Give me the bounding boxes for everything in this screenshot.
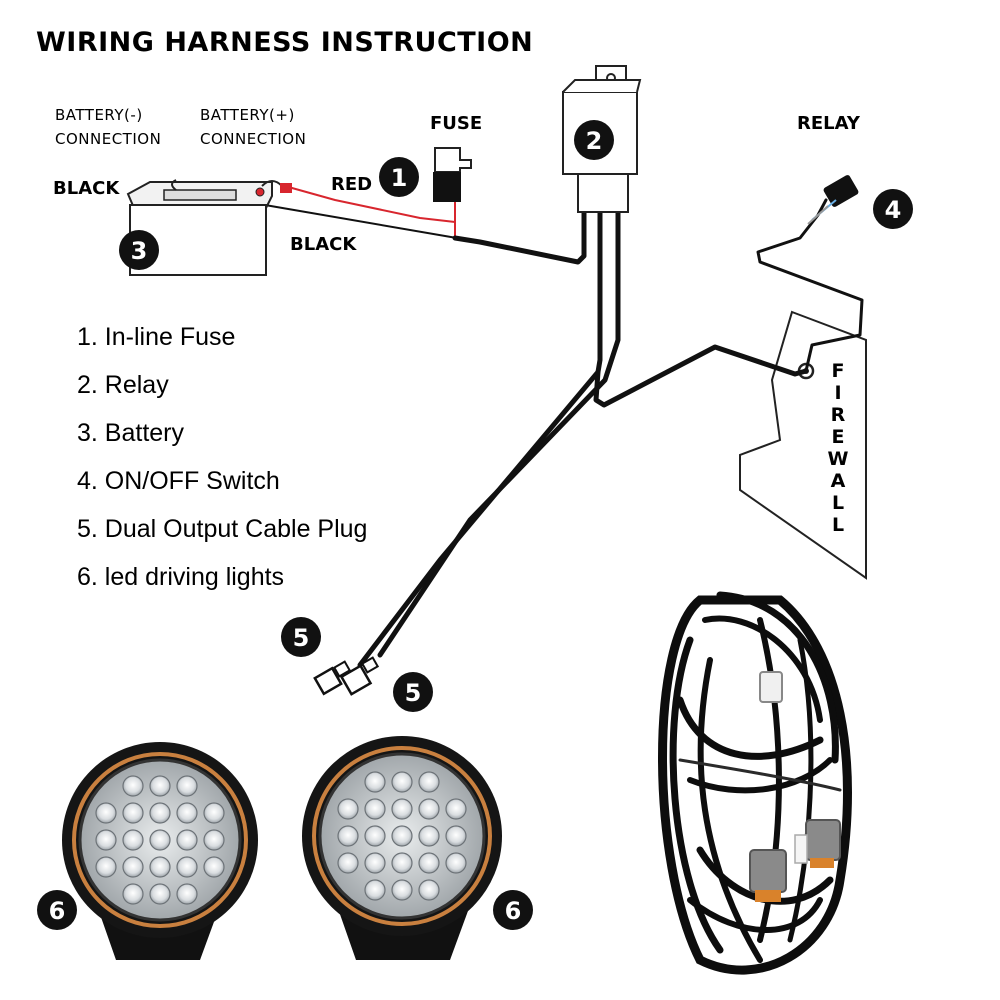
led-emitter — [176, 856, 198, 878]
led-emitter — [122, 856, 144, 878]
led-emitter — [149, 802, 171, 824]
page-title: WIRING HARNESS INSTRUCTION — [36, 27, 533, 58]
output-plug-a — [313, 660, 352, 696]
led-light-left — [62, 742, 258, 960]
marker-plug-a-text: 5 — [293, 624, 310, 652]
led-emitter — [418, 771, 440, 793]
legend-item: 6. led driving lights — [77, 563, 284, 591]
firewall-letter: E — [832, 426, 845, 448]
led-emitter — [391, 852, 413, 874]
battery-pos-label-line1: BATTERY(+) — [200, 106, 295, 124]
led-emitter — [122, 883, 144, 905]
legend-item: 3. Battery — [77, 419, 184, 447]
led-emitter — [364, 771, 386, 793]
fuse-icon — [433, 147, 472, 202]
led-emitter — [149, 829, 171, 851]
led-emitter — [95, 856, 117, 878]
led-emitter — [364, 825, 386, 847]
relay-label: RELAY — [797, 113, 861, 134]
led-emitter — [122, 802, 144, 824]
led-emitter — [203, 856, 225, 878]
led-emitter — [176, 829, 198, 851]
wire-harness-coil — [658, 591, 852, 975]
firewall-letter: A — [831, 470, 846, 492]
led-emitter — [149, 856, 171, 878]
led-emitter — [418, 825, 440, 847]
led-emitter — [391, 825, 413, 847]
led-emitter — [364, 798, 386, 820]
legend: 1. In-line Fuse 2. Relay 3. Battery 4. O… — [77, 323, 367, 591]
legend-item: 2. Relay — [77, 371, 169, 399]
led-emitter — [337, 852, 359, 874]
led-emitter — [95, 829, 117, 851]
marker-light-right: 6 — [493, 890, 533, 930]
marker-plug-a: 5 — [281, 617, 321, 657]
led-emitter — [418, 852, 440, 874]
led-emitter — [445, 798, 467, 820]
led-emitter — [337, 798, 359, 820]
legend-item: 4. ON/OFF Switch — [77, 467, 280, 495]
marker-battery: 3 — [119, 230, 159, 270]
firewall-letter: I — [834, 382, 841, 404]
wiring — [264, 187, 864, 668]
marker-fuse: 1 — [379, 157, 419, 197]
firewall-letter: W — [828, 448, 849, 470]
marker-fuse-text: 1 — [391, 164, 408, 192]
led-emitter — [418, 798, 440, 820]
output-plug-b — [339, 656, 380, 696]
black-label-top: BLACK — [53, 178, 120, 199]
marker-relay: 2 — [574, 120, 614, 160]
led-emitter — [176, 802, 198, 824]
led-emitter — [122, 829, 144, 851]
led-emitter — [122, 775, 144, 797]
led-emitter — [203, 802, 225, 824]
led-emitter — [203, 829, 225, 851]
firewall-letter: R — [831, 404, 846, 426]
led-emitter — [391, 879, 413, 901]
battery-neg-label-line1: BATTERY(-) — [55, 106, 143, 124]
marker-plug-b-text: 5 — [405, 679, 422, 707]
led-grid-right — [337, 771, 467, 901]
switch-icon — [807, 175, 859, 225]
firewall-letter: L — [832, 514, 844, 536]
marker-light-left: 6 — [37, 890, 77, 930]
firewall-letter: L — [832, 492, 844, 514]
led-emitter — [176, 883, 198, 905]
led-emitter — [337, 825, 359, 847]
led-emitter — [391, 798, 413, 820]
fuse-label: FUSE — [430, 113, 482, 134]
battery-pos-label-line2: CONNECTION — [200, 130, 306, 148]
led-emitter — [418, 879, 440, 901]
red-wire-label: RED — [331, 174, 372, 195]
marker-relay-text: 2 — [586, 127, 603, 155]
legend-item: 5. Dual Output Cable Plug — [77, 515, 367, 543]
legend-item: 1. In-line Fuse — [77, 323, 235, 351]
led-emitter — [391, 771, 413, 793]
marker-plug-b: 5 — [393, 672, 433, 712]
marker-light-left-text: 6 — [49, 897, 66, 925]
firewall-letter: F — [832, 360, 845, 382]
firewall — [739, 310, 867, 580]
led-emitter — [149, 883, 171, 905]
marker-light-right-text: 6 — [505, 897, 522, 925]
marker-switch: 4 — [873, 189, 913, 229]
led-emitter — [364, 852, 386, 874]
led-emitter — [445, 825, 467, 847]
led-emitter — [364, 879, 386, 901]
led-emitter — [176, 775, 198, 797]
marker-switch-text: 4 — [885, 196, 902, 224]
marker-battery-text: 3 — [131, 237, 148, 265]
black-wire-label: BLACK — [290, 234, 357, 255]
led-emitter — [95, 802, 117, 824]
led-grid-left — [95, 775, 225, 905]
battery-neg-label-line2: CONNECTION — [55, 130, 161, 148]
led-light-right — [302, 736, 502, 960]
led-emitter — [149, 775, 171, 797]
led-emitter — [445, 852, 467, 874]
